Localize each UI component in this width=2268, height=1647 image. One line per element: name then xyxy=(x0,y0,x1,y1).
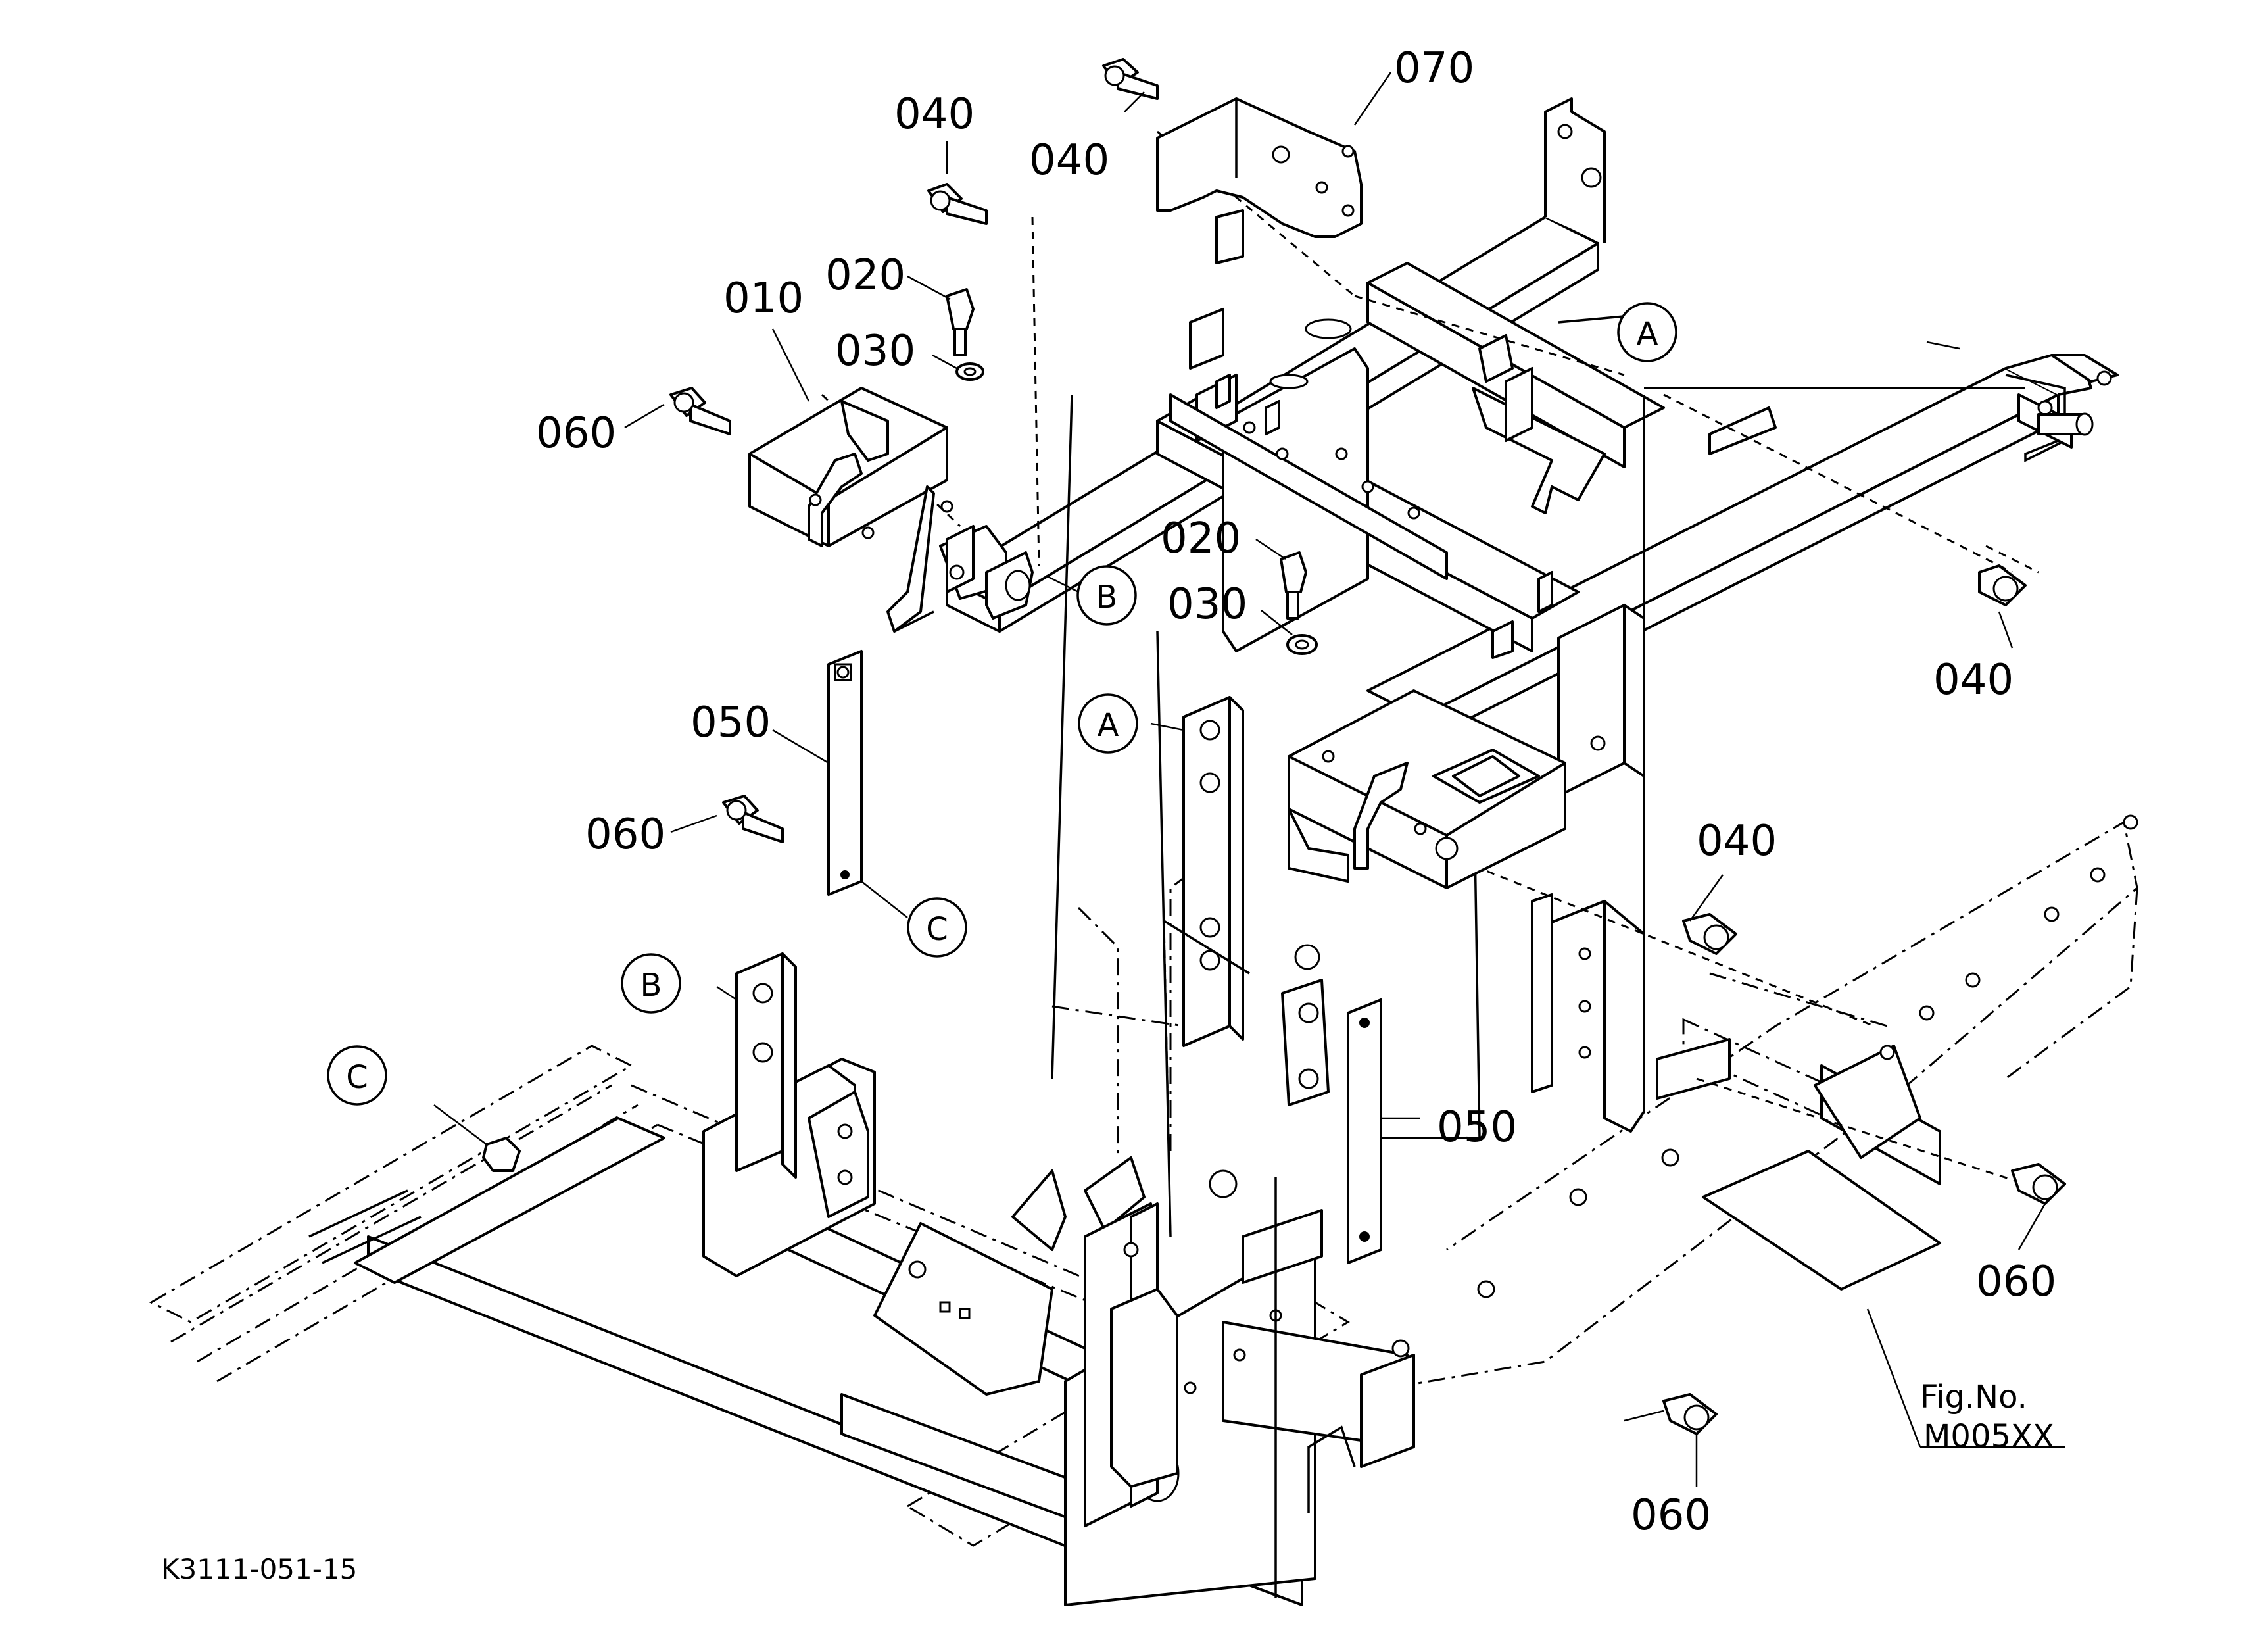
nut-c-lower-left xyxy=(482,1137,521,1172)
bolt-040-left xyxy=(927,183,988,225)
bolt-020-right xyxy=(1280,551,1307,620)
ref-a-upper: A xyxy=(1617,302,1677,362)
drawing-code: K3111-051-15 xyxy=(161,1553,357,1585)
svg-text:C: C xyxy=(346,1059,368,1096)
plate-b-lower xyxy=(735,952,869,1218)
part-010-bracket-right xyxy=(1288,689,1566,889)
figure-code: M005XX xyxy=(1923,1418,2054,1455)
label-040-right-lower: 040 xyxy=(1697,817,1777,866)
label-050-left: 050 xyxy=(690,699,771,747)
svg-text:C: C xyxy=(926,911,948,948)
bolt-040-right-lower xyxy=(1682,913,1737,955)
leader-lines xyxy=(433,72,2065,1487)
label-020-right: 020 xyxy=(1161,514,1241,563)
label-070: 070 xyxy=(1394,44,1474,93)
washer-030-right xyxy=(1286,634,1318,655)
svg-text:A: A xyxy=(1637,316,1658,353)
label-050-right: 050 xyxy=(1437,1103,1517,1152)
label-060-top-left: 060 xyxy=(536,409,616,458)
part-010-bracket xyxy=(748,387,1034,633)
svg-text:B: B xyxy=(1096,579,1118,616)
bolt-060-right-upper xyxy=(2011,1163,2066,1205)
ref-c-lower: C xyxy=(327,1045,387,1106)
ref-a-lower: A xyxy=(1078,693,1138,754)
bolt-040-right-upper xyxy=(1978,564,2027,606)
washer-030-left xyxy=(955,362,984,381)
svg-text:B: B xyxy=(640,967,662,1004)
part-070-bracket xyxy=(1156,97,1363,238)
right-side-plate xyxy=(1391,814,2138,1358)
ref-b-upper: B xyxy=(1076,565,1137,626)
label-030-right: 030 xyxy=(1167,580,1247,629)
bolt-060-left-mid xyxy=(722,795,784,843)
label-030-left: 030 xyxy=(835,327,915,376)
upper-guide-lines xyxy=(821,130,2039,1598)
ref-b-lower: B xyxy=(621,953,681,1014)
bolt-060-left-top xyxy=(669,387,731,435)
label-060-right-upper: 060 xyxy=(1976,1258,2056,1306)
label-010: 010 xyxy=(723,274,804,323)
figure-label: Fig.No. xyxy=(1920,1379,2027,1415)
label-040-top: 040 xyxy=(1029,136,1109,185)
bolt-020-left xyxy=(946,288,975,356)
bolt-040-top xyxy=(1102,58,1159,100)
upper-frame xyxy=(946,97,2119,797)
svg-text:A: A xyxy=(1098,707,1119,744)
label-040-top-left: 040 xyxy=(894,90,975,139)
part-050-plate-left xyxy=(827,650,863,896)
plate-a-lower xyxy=(1163,696,1330,1237)
label-060-left: 060 xyxy=(585,810,665,859)
part-050-plate-right xyxy=(1347,998,1382,1264)
bolt-060-right-lower xyxy=(1662,1393,1718,1435)
label-060-right-lower: 060 xyxy=(1631,1491,1711,1540)
label-040-right-upper: 040 xyxy=(1933,656,2014,704)
label-020-left: 020 xyxy=(825,251,905,300)
ref-c-upper: C xyxy=(907,897,967,958)
